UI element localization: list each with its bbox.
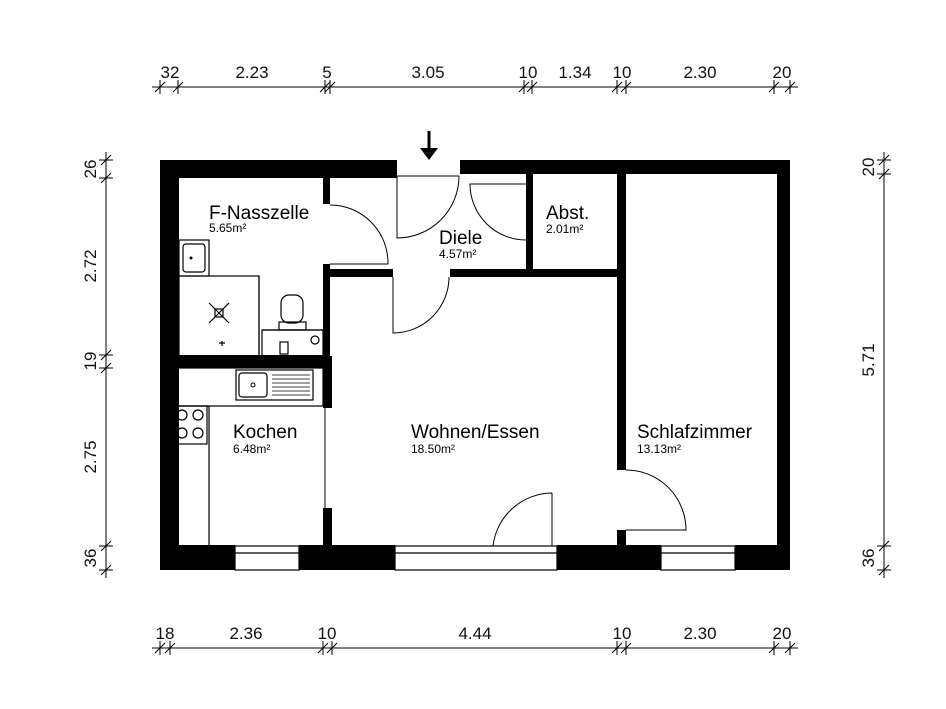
- right-dimension-line: 20 5.71 36: [859, 152, 891, 578]
- windows: [234, 545, 736, 571]
- bottom-dimension-line: 18 2.36 10 4.44 10 2.30 20: [152, 624, 798, 655]
- dim-left-5: 36: [81, 549, 100, 568]
- room-label-diele: Diele 4.57m²: [439, 228, 482, 261]
- left-dimension-line: 26 2.72 19 2.75 36: [81, 152, 113, 578]
- dim-bottom-2: 2.36: [229, 624, 262, 643]
- top-dimension-line: 32 2.23 5 3.05 10 1.34 10 2.30 20: [152, 63, 798, 94]
- room-name-nasszelle: F-Nasszelle: [209, 203, 309, 224]
- room-label-wohnen: Wohnen/Essen 18.50m²: [411, 422, 540, 456]
- exterior-walls: [160, 160, 790, 570]
- room-name-schlafzimmer: Schlafzimmer: [637, 422, 753, 443]
- stove-icon: [172, 405, 208, 445]
- room-name-wohnen: Wohnen/Essen: [411, 422, 540, 443]
- room-name-diele: Diele: [439, 228, 482, 249]
- room-area-schlafzimmer: 13.13m²: [637, 442, 681, 456]
- dim-right-1: 20: [859, 158, 878, 177]
- room-label-kochen: Kochen 6.48m²: [233, 422, 297, 456]
- kitchen-sink-icon: [235, 369, 314, 401]
- dim-top-7: 10: [613, 63, 632, 82]
- dim-top-2: 2.23: [235, 63, 268, 82]
- room-area-kochen: 6.48m²: [233, 442, 270, 456]
- dim-left-1: 26: [81, 160, 100, 179]
- room-area-wohnen: 18.50m²: [411, 442, 455, 456]
- dim-top-4: 3.05: [411, 63, 444, 82]
- dim-right-3: 36: [859, 549, 878, 568]
- dim-bottom-4: 4.44: [458, 624, 491, 643]
- dim-top-5: 10: [519, 63, 538, 82]
- dim-left-4: 2.75: [81, 440, 100, 473]
- room-area-nasszelle: 5.65m²: [209, 221, 246, 235]
- room-name-abst: Abst.: [546, 203, 589, 224]
- room-area-abst: 2.01m²: [546, 222, 583, 236]
- dim-right-2: 5.71: [859, 343, 878, 376]
- washing-machine-icon: [261, 329, 324, 357]
- interior-walls: [160, 174, 626, 546]
- dim-top-8: 2.30: [683, 63, 716, 82]
- toilet-icon: [278, 294, 307, 331]
- dim-top-9: 20: [773, 63, 792, 82]
- room-area-diele: 4.57m²: [439, 247, 476, 261]
- room-name-kochen: Kochen: [233, 422, 297, 443]
- dim-top-1: 32: [161, 63, 180, 82]
- doors: [324, 175, 687, 547]
- bathroom-fixtures: [178, 239, 260, 357]
- dim-left-3: 19: [81, 352, 100, 371]
- room-label-schlafzimmer: Schlafzimmer 13.13m²: [637, 422, 753, 456]
- entrance-arrow-icon: [420, 131, 438, 160]
- dim-top-6: 1.34: [558, 63, 591, 82]
- room-label-abst: Abst. 2.01m²: [546, 203, 589, 236]
- dim-left-2: 2.72: [81, 249, 100, 282]
- dim-bottom-7: 20: [773, 624, 792, 643]
- dim-bottom-3: 10: [318, 624, 337, 643]
- dim-bottom-1: 18: [156, 624, 175, 643]
- room-label-nasszelle: F-Nasszelle 5.65m²: [209, 203, 309, 235]
- dim-bottom-5: 10: [613, 624, 632, 643]
- dim-bottom-6: 2.30: [683, 624, 716, 643]
- dim-top-3: 5: [322, 63, 331, 82]
